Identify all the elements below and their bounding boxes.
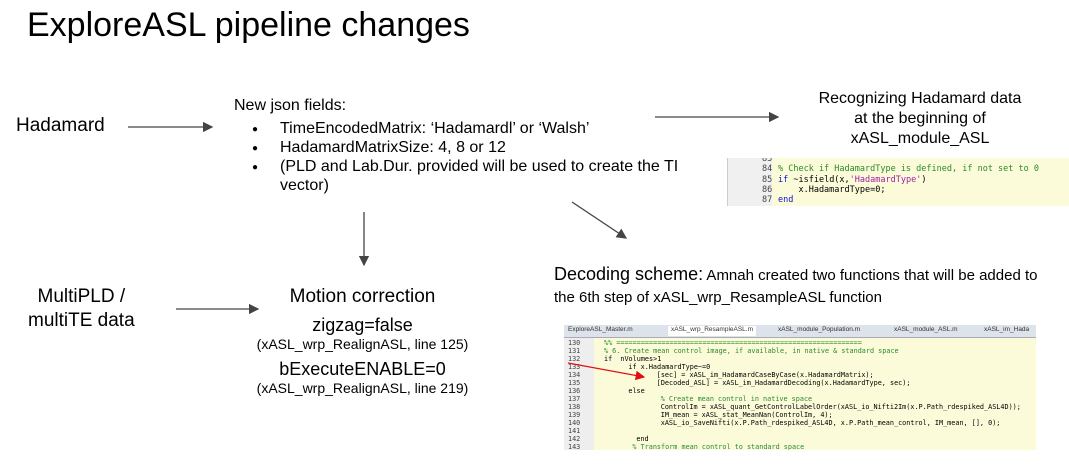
json-field-item: TimeEncodedMatrix: ‘Hadamardl’ or ‘Walsh…	[234, 119, 684, 139]
bexecute-setting: bExecuteENABLE=0	[279, 359, 446, 379]
json-fields-block: New json fields: TimeEncodedMatrix: ‘Had…	[234, 96, 684, 195]
line-number: 83	[762, 158, 773, 164]
line-number: 138	[568, 403, 581, 411]
editor-tab[interactable]: xASL_module_ASL.m	[894, 326, 958, 333]
line-number: 141	[568, 427, 581, 435]
code-line: if ~isfield(x,'HadamardType')	[778, 175, 927, 185]
line-number: 86	[762, 185, 773, 195]
json-fields-heading: New json fields:	[234, 97, 347, 114]
code-line: xASL_io_SaveNifti(x.P.Path_rdespiked_ASL…	[628, 419, 1001, 427]
code-line: ControlIm = xASL_quant_GetControlLabelOr…	[628, 403, 1021, 411]
code-line: % Check if HadamardType is defined, if n…	[778, 164, 1039, 174]
bexecute-reference: (xASL_wrp_RealignASL, line 219)	[256, 380, 469, 396]
code-snippet-resample-asl: ExploreASL_Master.m xASL_wrp_ResampleASL…	[564, 325, 1036, 450]
code-line: IM_mean = xASL_stat_MeanNan(ControlIm, 4…	[628, 411, 833, 419]
code-line: % Transform mean control to standard spa…	[616, 443, 805, 450]
line-number: 130	[568, 339, 581, 347]
json-field-item: HadamardMatrixSize: 4, 8 or 12	[234, 138, 684, 158]
json-fields-list: TimeEncodedMatrix: ‘Hadamardl’ or ‘Walsh…	[234, 119, 684, 195]
line-number: 132	[568, 355, 581, 363]
editor-tab-active[interactable]: xASL_wrp_ResampleASL.m	[668, 326, 757, 336]
line-number: 133	[568, 363, 581, 371]
json-field-item: (PLD and Lab.Dur. provided will be used …	[234, 157, 684, 195]
decoding-scheme-text: Decoding scheme: Amnah created two funct…	[554, 263, 1044, 309]
hadamard-label: Hadamard	[16, 115, 105, 136]
code-line: if x.HadamardType~=0	[612, 363, 711, 371]
code-line: if nVolumes>1	[604, 355, 662, 363]
line-number: 84	[762, 164, 773, 174]
line-number: 131	[568, 347, 581, 355]
slide-title: ExploreASL pipeline changes	[27, 6, 470, 44]
motion-correction-block: Motion correction zigzag=false (xASL_wrp…	[255, 286, 470, 396]
code-line: end	[778, 195, 794, 205]
code-line: % Create mean control in native space	[628, 395, 813, 403]
code-line: [Decoded_ASL] = xASL_im_HadamardDecoding…	[624, 379, 911, 387]
code-line: % 6. Create mean control image, if avail…	[604, 347, 899, 355]
arrow-json-to-decoding	[571, 201, 628, 239]
line-number: 135	[568, 379, 581, 387]
recognizing-line: Recognizing Hadamard data	[818, 90, 1022, 107]
code-line: %% =====================================…	[604, 339, 862, 347]
line-number: 85	[762, 175, 773, 185]
line-number: 139	[568, 411, 581, 419]
multipld-line-1: MultiPLD /	[37, 286, 126, 307]
line-number: 142	[568, 435, 581, 443]
code-line: [sec] = xASL_im_HadamardCaseByCase(x.Had…	[624, 371, 874, 379]
line-number: 140	[568, 419, 581, 427]
code-snippet-module-asl: 83 84 % Check if HadamardType is defined…	[727, 158, 1069, 206]
line-number: 137	[568, 395, 581, 403]
line-number: 87	[762, 195, 773, 205]
zigzag-setting: zigzag=false	[312, 315, 413, 335]
decoding-description: Amnah created two functions that will be…	[554, 267, 1038, 306]
recognizing-line: xASL_module_ASL	[850, 130, 990, 147]
editor-tab-bar: ExploreASL_Master.m xASL_wrp_ResampleASL…	[564, 325, 1036, 338]
recognizing-line: at the beginning of	[854, 110, 986, 127]
line-number: 143	[568, 443, 581, 450]
line-number: 136	[568, 387, 581, 395]
code-line: end	[620, 435, 649, 443]
code-line: x.HadamardType=0;	[778, 185, 886, 195]
zigzag-reference: (xASL_wrp_RealignASL, line 125)	[256, 336, 469, 352]
arrow-red-highlight	[567, 362, 646, 381]
editor-tab[interactable]: ExploreASL_Master.m	[568, 326, 633, 333]
decoding-title: Decoding scheme:	[554, 264, 704, 284]
multipld-line-2: multiTE data	[28, 310, 135, 331]
editor-tab[interactable]: xASL_im_Hada	[984, 326, 1030, 333]
line-number-gutter	[564, 338, 594, 450]
recognizing-hadamard-text: Recognizing Hadamard data at the beginni…	[805, 89, 1035, 149]
line-number-gutter	[728, 158, 772, 206]
editor-tab[interactable]: xASL_module_Population.m	[778, 326, 861, 333]
line-number: 134	[568, 371, 581, 379]
code-line: else	[612, 387, 645, 395]
multipld-label: MultiPLD / multiTE data	[28, 285, 135, 333]
motion-title: Motion correction	[289, 286, 436, 307]
